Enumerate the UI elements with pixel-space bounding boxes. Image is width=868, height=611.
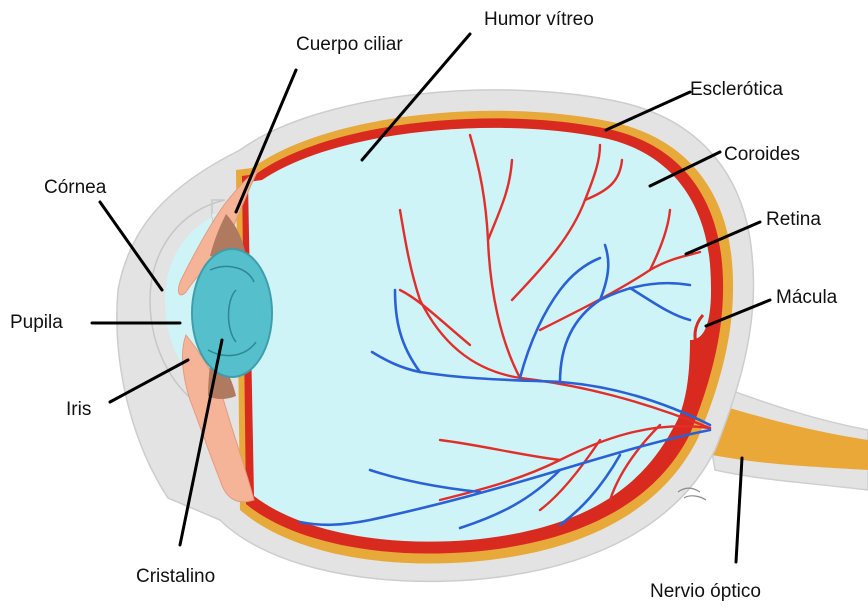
label-pupila: Pupila	[10, 313, 63, 332]
label-humor-vitreo: Humor vítreo	[484, 10, 594, 29]
lens	[192, 249, 272, 377]
label-cristalino: Cristalino	[136, 567, 215, 586]
label-nervio-optico: Nervio óptico	[650, 582, 761, 601]
label-cuerpo-ciliar: Cuerpo ciliar	[296, 35, 403, 54]
label-macula: Mácula	[776, 288, 837, 307]
label-retina: Retina	[766, 210, 821, 229]
label-esclerotica: Esclerótica	[690, 80, 783, 99]
label-iris: Iris	[66, 400, 91, 419]
label-cornea: Córnea	[44, 178, 106, 197]
label-coroides: Coroides	[724, 145, 800, 164]
